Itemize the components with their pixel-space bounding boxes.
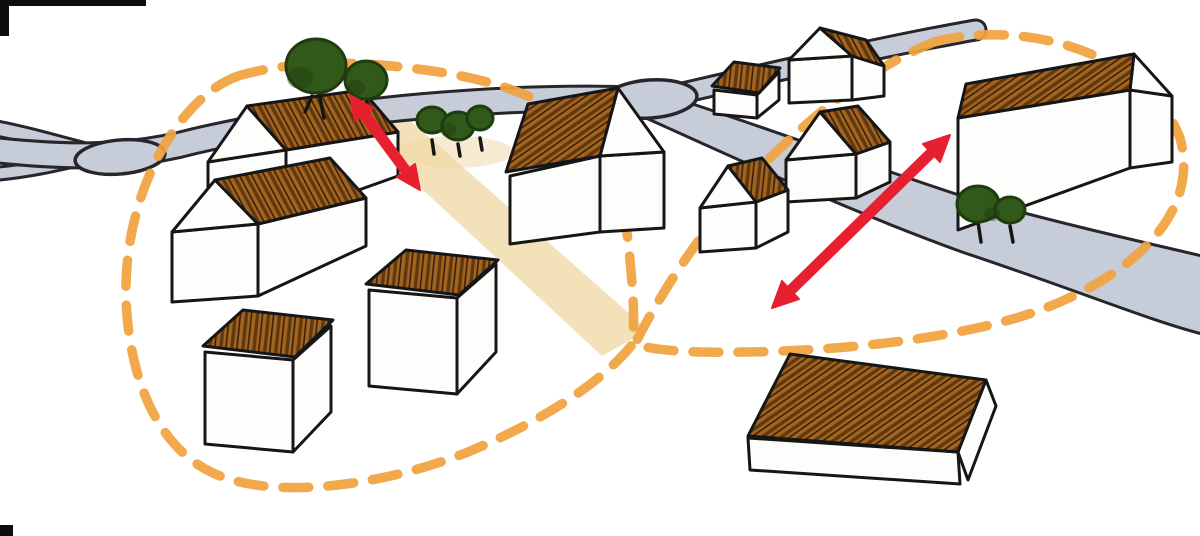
- house-roof: [201, 308, 335, 359]
- house-top-small-west: [710, 60, 782, 120]
- houses-group: [170, 26, 1174, 486]
- tree-crown: [284, 37, 348, 95]
- tree-branch: [303, 94, 314, 114]
- farm-complex-lower-wing: [170, 156, 368, 304]
- building-east-large: [956, 52, 1174, 232]
- tree-trunk: [430, 138, 436, 156]
- tree-crown: [465, 104, 495, 132]
- dirt-path: [352, 110, 648, 356]
- scan-edge-artifact: [0, 0, 146, 6]
- trees-group: [284, 37, 1027, 244]
- tree-crown-shade: [440, 123, 456, 137]
- house-side-wall: [598, 150, 666, 234]
- house-side-wall: [291, 324, 333, 454]
- tree-group-east: [955, 184, 1027, 244]
- house-roof: [710, 60, 782, 95]
- house-center-small: [698, 156, 790, 254]
- arrow-head: [396, 163, 421, 191]
- tree-crown-shade: [984, 207, 1000, 221]
- house-cube-center: [364, 248, 500, 396]
- building-roof: [746, 352, 988, 454]
- house-front-wall: [698, 200, 758, 254]
- house-roof: [364, 248, 500, 297]
- tree-trunk: [976, 220, 983, 244]
- tree-crown: [993, 195, 1027, 225]
- arrow-head: [922, 134, 951, 163]
- arrow-head: [349, 94, 374, 122]
- arrow-shaft: [785, 147, 937, 296]
- house-front-wall: [712, 88, 759, 120]
- house-roof: [213, 156, 368, 226]
- building-end-wall: [1128, 88, 1174, 170]
- house-roof: [726, 156, 790, 204]
- dirt-path-patch: [397, 136, 513, 168]
- arrow-shaft: [358, 108, 412, 177]
- dirt-path-strip: [352, 110, 648, 356]
- link-arrows-group: [349, 94, 951, 309]
- house-roof: [504, 86, 620, 174]
- building-southeast-long: [746, 352, 998, 486]
- scan-edge-artifact: [0, 525, 13, 536]
- house-roof: [818, 26, 886, 68]
- house-center-large-gable: [504, 86, 666, 246]
- tree-crown: [343, 59, 389, 101]
- house-front-wall: [787, 54, 854, 105]
- tree-trunk: [1008, 224, 1015, 244]
- house-front-wall: [784, 152, 858, 204]
- tree-crown-shade: [347, 80, 365, 96]
- tree-group-northwest: [284, 37, 389, 120]
- house-mid-gable-east: [784, 104, 892, 204]
- building-gable-wall: [1128, 52, 1174, 98]
- tree-trunk: [478, 136, 484, 152]
- tree-crown-shade: [287, 67, 313, 89]
- house-roof: [818, 104, 892, 156]
- double-arrow-west: [349, 94, 421, 191]
- arrow-head: [771, 280, 800, 309]
- house-front-wall: [203, 350, 295, 454]
- scan-edge-artifact: [0, 0, 9, 36]
- house-front-wall: [367, 288, 459, 396]
- tree-trunk: [456, 142, 462, 158]
- building-roof-band: [956, 52, 1136, 120]
- house-top-small-east: [787, 26, 886, 105]
- house-front-wall: [170, 222, 260, 304]
- double-arrow-east: [771, 134, 951, 309]
- house-cube-southwest: [201, 308, 335, 454]
- tree-group-roadside: [415, 104, 495, 158]
